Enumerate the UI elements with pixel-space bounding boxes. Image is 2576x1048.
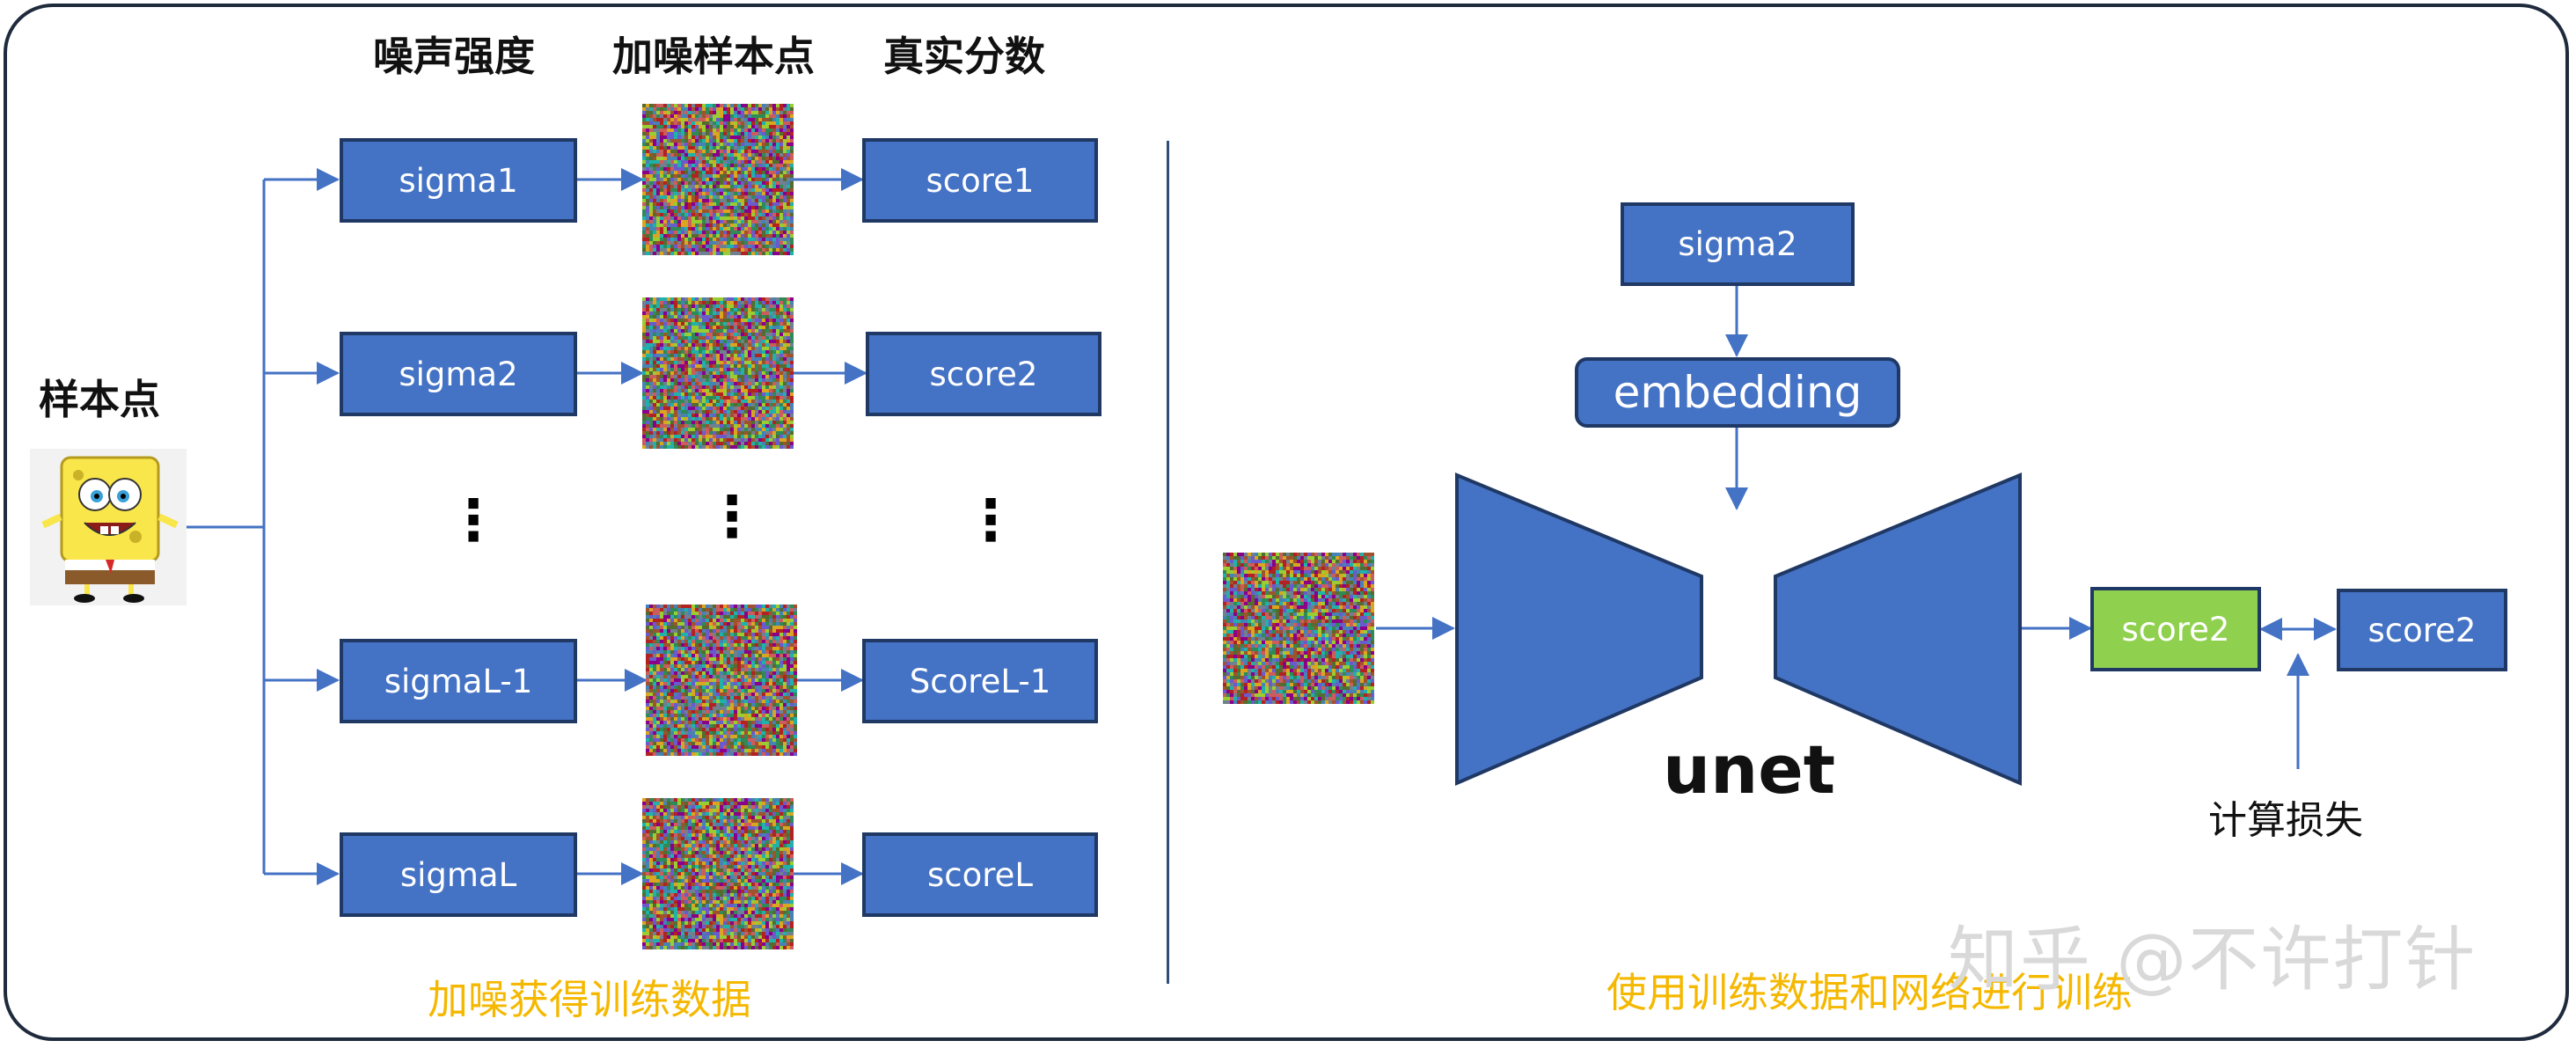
right-caption: 使用训练数据和网络进行训练 — [1606, 969, 2133, 1016]
spongebob-image — [30, 449, 187, 605]
sigma-box-3: sigmaL-1 — [340, 639, 577, 723]
sigma-box-2: sigma2 — [340, 332, 577, 416]
noisy-sample-image-2 — [642, 297, 794, 449]
noisy-sample-image-4 — [642, 798, 794, 949]
header-noise-strength: 噪声强度 — [373, 33, 535, 80]
ellipsis-score: ⋮ — [962, 488, 1019, 553]
header-noisy-samples: 加噪样本点 — [612, 33, 815, 80]
score-box-2: score2 — [866, 332, 1101, 416]
ellipsis-noise: ⋮ — [704, 485, 760, 550]
score-box-4: scoreL — [862, 832, 1098, 917]
outer-frame — [4, 4, 2569, 1041]
sigma-box-4: sigmaL — [340, 832, 577, 917]
loss-label: 计算损失 — [2208, 798, 2363, 843]
score-box-1: score1 — [862, 138, 1098, 223]
predicted-score-box: score2 — [2090, 587, 2261, 671]
ellipsis-sigma: ⋮ — [445, 488, 501, 553]
noisy-sample-image-3 — [646, 605, 797, 756]
unet-input-noise-image — [1223, 553, 1374, 704]
section-divider — [1167, 141, 1169, 984]
noisy-sample-image-1 — [642, 104, 794, 255]
left-caption: 加噪获得训练数据 — [428, 976, 751, 1023]
target-score-box: score2 — [2337, 589, 2507, 671]
sigma-box-1: sigma1 — [340, 138, 577, 223]
sample-point-label: 样本点 — [39, 376, 160, 423]
unet-sigma-box: sigma2 — [1621, 202, 1855, 286]
header-true-score: 真实分数 — [883, 33, 1045, 80]
unet-encoder — [1455, 473, 1703, 787]
unet-label: unet — [1663, 730, 1836, 809]
unet-decoder — [1774, 473, 2022, 787]
watermark: 知乎 @不许打针 — [1948, 919, 2477, 1000]
score-box-3: ScoreL-1 — [862, 639, 1098, 723]
embedding-box: embedding — [1575, 357, 1900, 428]
